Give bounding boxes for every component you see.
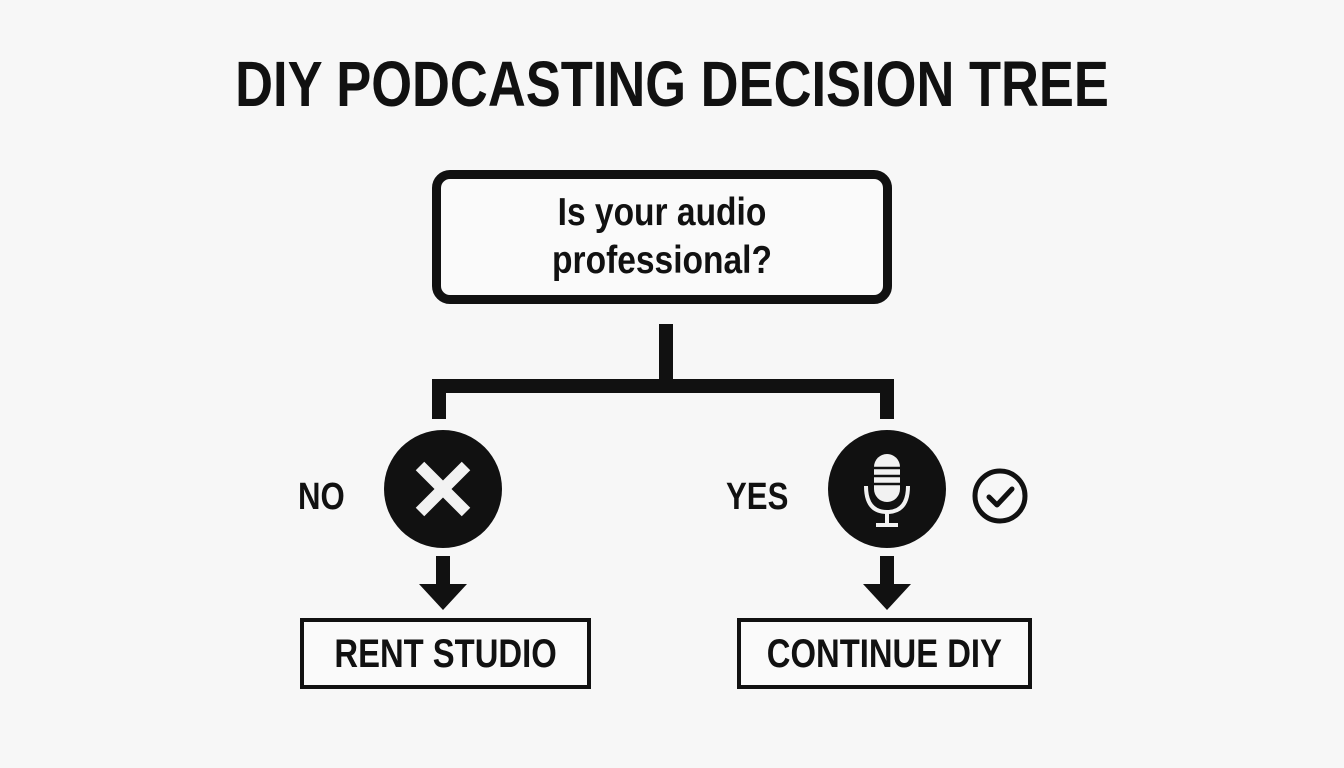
stem-connector	[659, 324, 673, 386]
right-branch-connector	[880, 379, 894, 419]
split-connector	[432, 379, 894, 393]
yes-label: YES	[726, 476, 789, 518]
yes-arrow	[863, 556, 911, 610]
question-text: Is your audio professional?	[552, 191, 772, 282]
microphone-icon	[828, 430, 946, 548]
continue-diy-result: CONTINUE DIY	[737, 618, 1032, 689]
question-node: Is your audio professional?	[432, 170, 892, 304]
left-branch-connector	[432, 379, 446, 419]
no-label: NO	[298, 476, 345, 518]
no-arrow	[419, 556, 467, 610]
rent-studio-text: RENT STUDIO	[334, 631, 557, 676]
rent-studio-result: RENT STUDIO	[300, 618, 591, 689]
check-circle-icon	[970, 466, 1030, 526]
x-icon	[384, 430, 502, 548]
continue-diy-text: CONTINUE DIY	[766, 631, 1003, 676]
page-title: DIY PODCASTING DECISION TREE	[235, 48, 1109, 120]
